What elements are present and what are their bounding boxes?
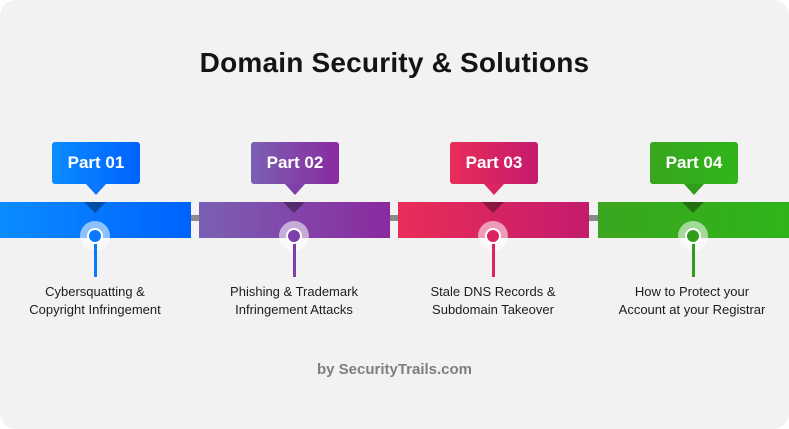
part-02-label-line-1: Phishing & Trademark (230, 284, 358, 299)
part-01-tag: Part 01 (52, 142, 140, 184)
bar-notch-part-01 (84, 202, 106, 213)
part-04-label-line-1: How to Protect your (634, 284, 750, 299)
part-01-label-line-2: Copyright Infringement (29, 302, 161, 317)
page-title: Domain Security & Solutions (199, 47, 590, 78)
part-04-tag-pointer (684, 184, 704, 195)
part-03-stem (492, 243, 495, 277)
part-03-label-line-1: Stale DNS Records & (430, 284, 556, 299)
part-04-marker-dot (685, 228, 701, 244)
part-02-tag-pointer (285, 184, 305, 195)
bar-notch-part-02 (283, 202, 305, 213)
part-02-label-line-2: Infringement Attacks (235, 302, 353, 317)
part-04-label-line-2: Account at your Registrar (618, 302, 766, 317)
part-01-tag-pointer (86, 184, 106, 195)
part-02-label: Phishing & Trademark Infringement Attack… (199, 283, 389, 319)
part-03-tag: Part 03 (450, 142, 538, 184)
bar-notch-part-04 (682, 202, 704, 213)
timeline-track (0, 215, 789, 221)
part-04-stem (692, 243, 695, 277)
part-04-tag: Part 04 (650, 142, 738, 184)
part-02-marker-dot (286, 228, 302, 244)
part-03-tag-pointer (484, 184, 504, 195)
part-04-label: How to Protect your Account at your Regi… (597, 283, 787, 319)
bar-notch-part-03 (482, 202, 504, 213)
part-03-marker-dot (485, 228, 501, 244)
part-01-stem (94, 243, 97, 277)
part-01-label-line-1: Cybersquatting & (45, 284, 145, 299)
part-02-stem (293, 243, 296, 277)
part-03-label: Stale DNS Records & Subdomain Takeover (398, 283, 588, 319)
part-01-marker-dot (87, 228, 103, 244)
footer-credit: by SecurityTrails.com (316, 361, 473, 378)
part-02-tag: Part 02 (251, 142, 339, 184)
part-01-label: Cybersquatting & Copyright Infringement (0, 283, 190, 319)
part-03-label-line-2: Subdomain Takeover (432, 302, 554, 317)
